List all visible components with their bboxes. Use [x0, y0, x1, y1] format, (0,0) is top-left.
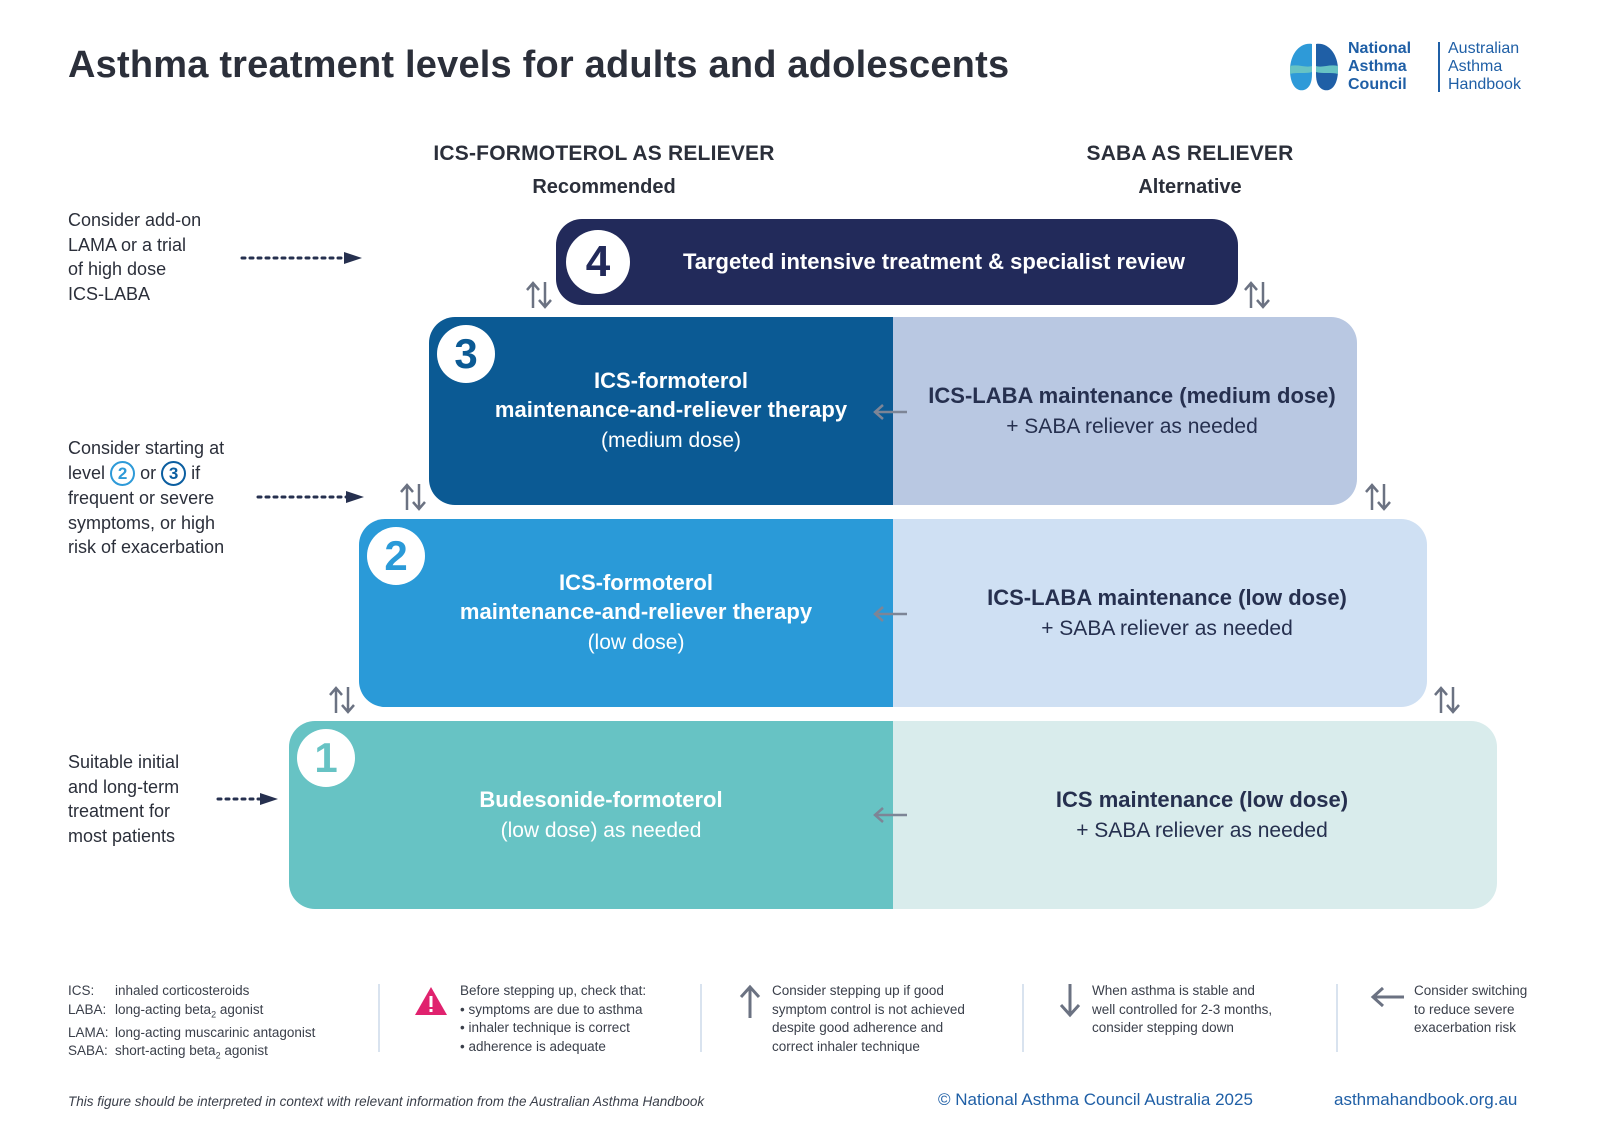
left-column-title: ICS-FORMOTEROL AS RELIEVER [433, 142, 775, 165]
left-column-subtitle: Recommended [532, 176, 676, 198]
level-3-right-heading: ICS-LABA maintenance (medium dose) [928, 382, 1336, 408]
level-3-left-heading: ICS-formoterol maintenance-and-reliever … [494, 368, 848, 422]
level-1-box: Budesonide-formoterol (low dose) as need… [289, 721, 1497, 909]
level-2-left-dose: (low dose) [587, 631, 685, 654]
level-3-inline-badge: 3 [161, 461, 187, 487]
level-2-left-panel: ICS-formoterol maintenance-and-reliever … [359, 519, 893, 707]
level-2-badge: 2 [367, 527, 425, 585]
level-3-badge: 3 [437, 325, 495, 383]
step-up-down-icon [1365, 483, 1391, 511]
legend-divider [700, 984, 702, 1052]
footer-note: This figure should be interpreted in con… [68, 1094, 705, 1109]
warning-icon [415, 987, 447, 1015]
lungs-logo-icon [1290, 43, 1338, 91]
level-2-right-heading: ICS-LABA maintenance (low dose) [987, 584, 1347, 610]
right-column-subtitle: Alternative [1138, 176, 1242, 198]
side-note-initial: Suitable initial and long-term treatment… [68, 752, 180, 846]
arrow-down-icon [1059, 984, 1081, 1018]
page-title: Asthma treatment levels for adults and a… [68, 44, 1010, 86]
level-1-left-panel: Budesonide-formoterol (low dose) as need… [289, 721, 893, 909]
legend-abbreviations: ICS:inhaled corticosteroids LABA:long-ac… [68, 982, 368, 1065]
level-3-right-sub: + SABA reliever as needed [1006, 414, 1258, 438]
switch-arrow-icon [873, 606, 907, 622]
legend-step-down: When asthma is stable and well controlle… [1092, 983, 1273, 1035]
legend-divider [1022, 984, 1024, 1052]
legend-step-up: Consider stepping up if good symptom con… [772, 983, 965, 1054]
level-1-right-sub: + SABA reliever as needed [1076, 818, 1328, 842]
level-2-right-panel: ICS-LABA maintenance (low dose) + SABA r… [893, 519, 1427, 707]
level-4-text: Targeted intensive treatment & specialis… [682, 249, 1186, 274]
level-1-left-heading: Budesonide-formoterol [479, 786, 723, 812]
level-3-left-panel: ICS-formoterol maintenance-and-reliever … [429, 317, 893, 505]
dotted-arrow-icon [240, 252, 362, 264]
side-note-starting-level: Consider starting at level 2 or 3 if fre… [68, 438, 225, 558]
right-column-title: SABA AS RELIEVER [1086, 142, 1294, 165]
level-2-box: ICS-formoterol maintenance-and-reliever … [359, 519, 1427, 707]
abbrev-row: LAMA:long-acting muscarinic antagonist [68, 1024, 316, 1040]
left-column-header: ICS-FORMOTEROL AS RELIEVER Recommended [404, 142, 804, 199]
footer-copyright: © National Asthma Council Australia 2025 [938, 1090, 1253, 1109]
level-1-right-panel: ICS maintenance (low dose) + SABA reliev… [893, 721, 1497, 909]
dotted-arrow-icon [256, 491, 364, 503]
level-4-badge: 4 [566, 230, 630, 294]
arrow-up-icon [739, 984, 761, 1018]
dotted-arrow-icon [216, 793, 278, 805]
step-up-down-icon [400, 483, 426, 511]
level-1-right-heading: ICS maintenance (low dose) [1055, 786, 1349, 812]
right-column-header: SABA AS RELIEVER Alternative [1000, 142, 1380, 199]
abbrev-row: SABA:short-acting beta2 agonist [68, 1043, 268, 1061]
switch-arrow-icon [873, 807, 907, 823]
level-3-left-dose: (medium dose) [600, 429, 742, 452]
level-2-left-heading: ICS-formoterol maintenance-and-reliever … [459, 570, 813, 624]
logo-divider [1438, 42, 1440, 92]
level-2-inline-badge: 2 [110, 461, 136, 487]
step-up-down-icon [1434, 686, 1460, 714]
level-1-left-dose: (low dose) as needed [500, 818, 702, 842]
legend-divider [1336, 984, 1338, 1052]
switch-arrow-icon [873, 404, 907, 420]
abbrev-row: LABA:long-acting beta2 agonist [68, 1001, 264, 1020]
legend-divider [378, 984, 380, 1052]
level-3-box: ICS-formoterol maintenance-and-reliever … [429, 317, 1357, 505]
level-3-right-panel: ICS-LABA maintenance (medium dose) + SAB… [893, 317, 1357, 505]
logo-text-handbook: Australian Asthma Handbook [1448, 40, 1521, 93]
side-note-add-on: Consider add-on LAMA or a trial of high … [68, 210, 202, 304]
footer-website-link[interactable]: asthmahandbook.org.au [1334, 1090, 1518, 1109]
arrow-left-icon [1370, 986, 1404, 1008]
level-1-badge: 1 [297, 729, 355, 787]
level-4-box: 4 Targeted intensive treatment & special… [556, 219, 1238, 305]
legend-switch: Consider switching to reduce severe exac… [1414, 983, 1528, 1035]
legend-check-before-step-up: Before stepping up, check that: • sympto… [460, 983, 647, 1054]
step-up-down-icon [526, 281, 552, 309]
logo: National Asthma Council Australian Asthm… [1288, 40, 1548, 96]
abbrev-row: ICS:inhaled corticosteroids [68, 983, 250, 998]
step-up-down-icon [329, 686, 355, 714]
step-up-down-icon [1244, 281, 1270, 309]
level-2-right-sub: + SABA reliever as needed [1041, 616, 1293, 640]
logo-text-council: National Asthma Council [1348, 40, 1412, 93]
